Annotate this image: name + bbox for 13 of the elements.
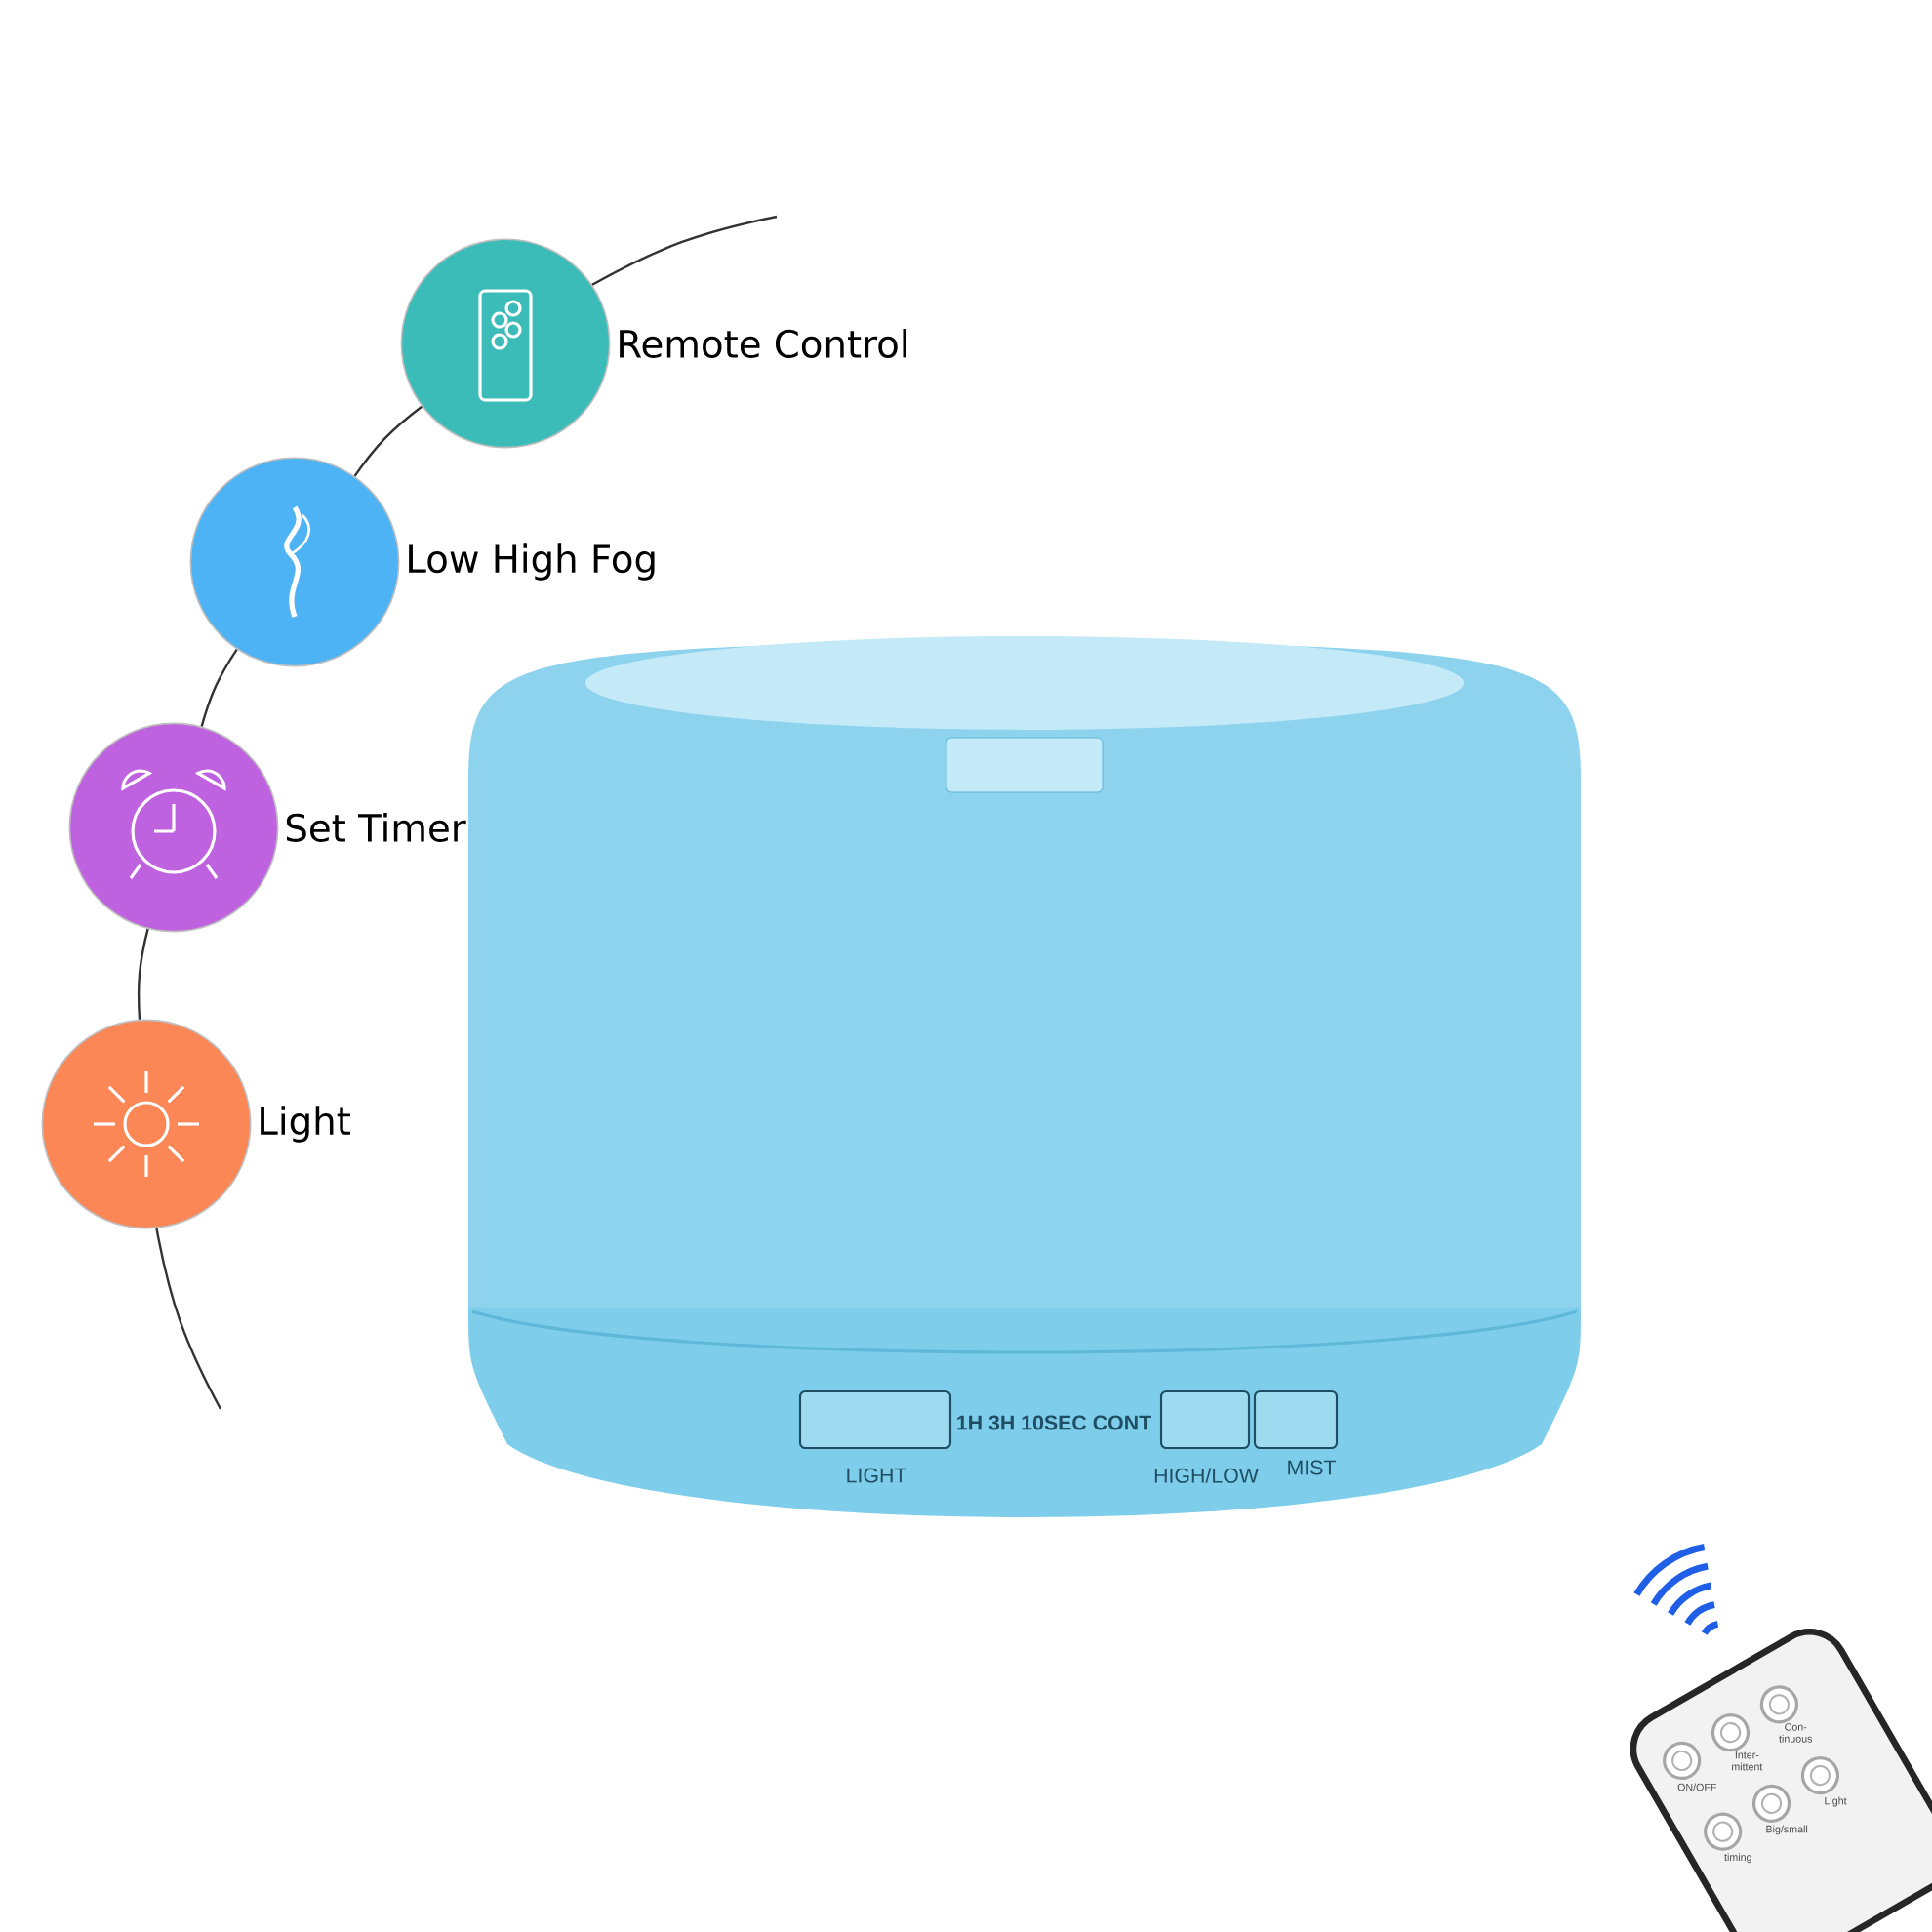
node-label: Remote Control [620,329,906,358]
node-label: Set Timer [286,813,466,842]
arc-line [200,648,238,727]
arc-line [591,215,778,286]
button-label: MIST [1288,1460,1336,1475]
button-label: HIGH/LOW [1154,1468,1259,1483]
node-label: Low High Fog [409,543,655,581]
arc-line [353,405,423,477]
arc-line [155,1228,222,1410]
button-label: 1H 3H 10SEC CONT [957,1415,1151,1430]
node-label: Light [261,1106,350,1143]
button-label: LIGHT [847,1468,906,1483]
arc-line [137,928,149,1020]
